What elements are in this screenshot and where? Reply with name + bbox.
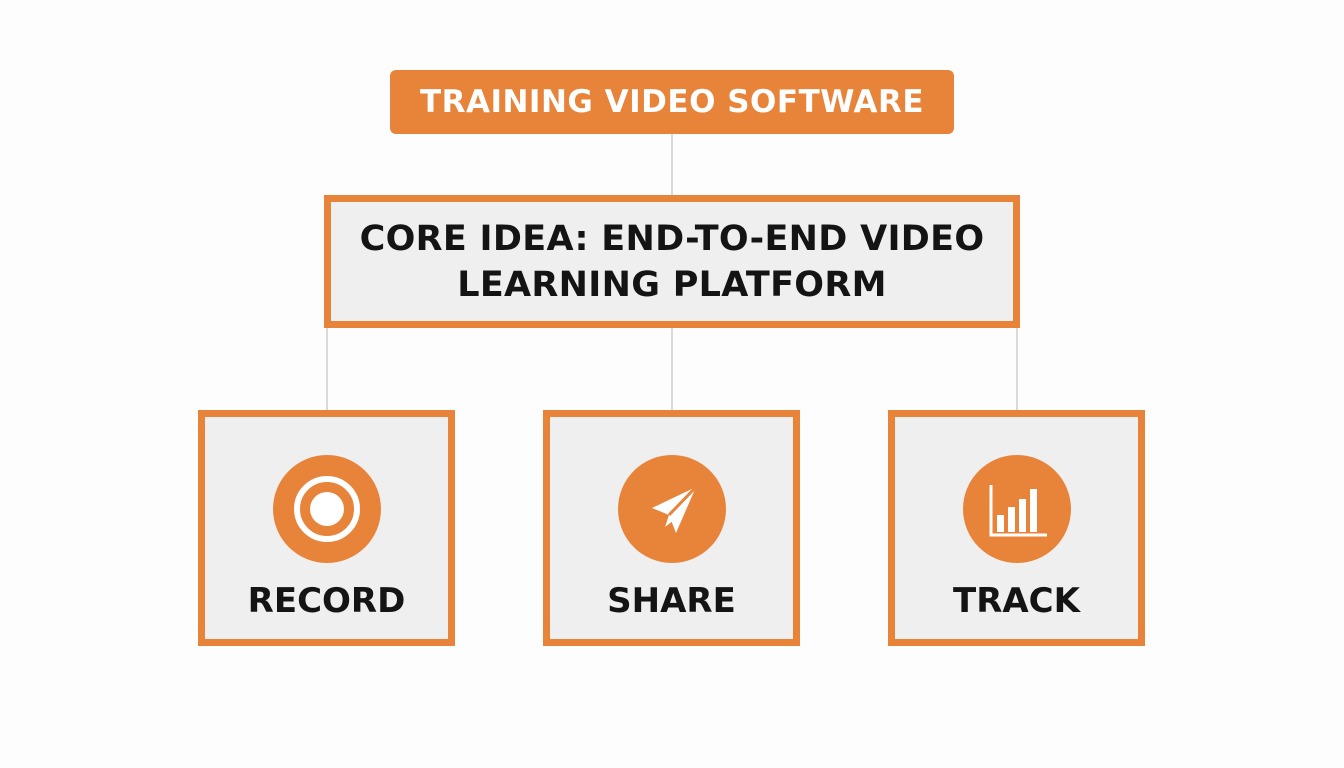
core-idea-text: CORE IDEA: END-TO-END VIDEO LEARNING PLA… xyxy=(359,218,985,305)
track-card: TRACK xyxy=(888,410,1145,646)
record-card: RECORD xyxy=(198,410,455,646)
record-icon xyxy=(272,455,381,563)
share-label: SHARE xyxy=(607,581,736,621)
diagram-title: TRAINING VIDEO SOFTWARE xyxy=(419,84,925,120)
record-label: RECORD xyxy=(247,581,406,621)
bar-chart-icon xyxy=(962,455,1071,563)
connector-core-to-record xyxy=(326,328,328,410)
paper-plane-icon xyxy=(617,455,726,563)
connector-title-to-core xyxy=(671,134,673,195)
connector-core-to-track xyxy=(1016,328,1018,410)
title-box: TRAINING VIDEO SOFTWARE xyxy=(390,70,954,134)
connector-core-to-share xyxy=(671,328,673,410)
track-label: TRACK xyxy=(953,581,1080,621)
share-card: SHARE xyxy=(543,410,800,646)
core-idea-box: CORE IDEA: END-TO-END VIDEO LEARNING PLA… xyxy=(324,195,1020,328)
